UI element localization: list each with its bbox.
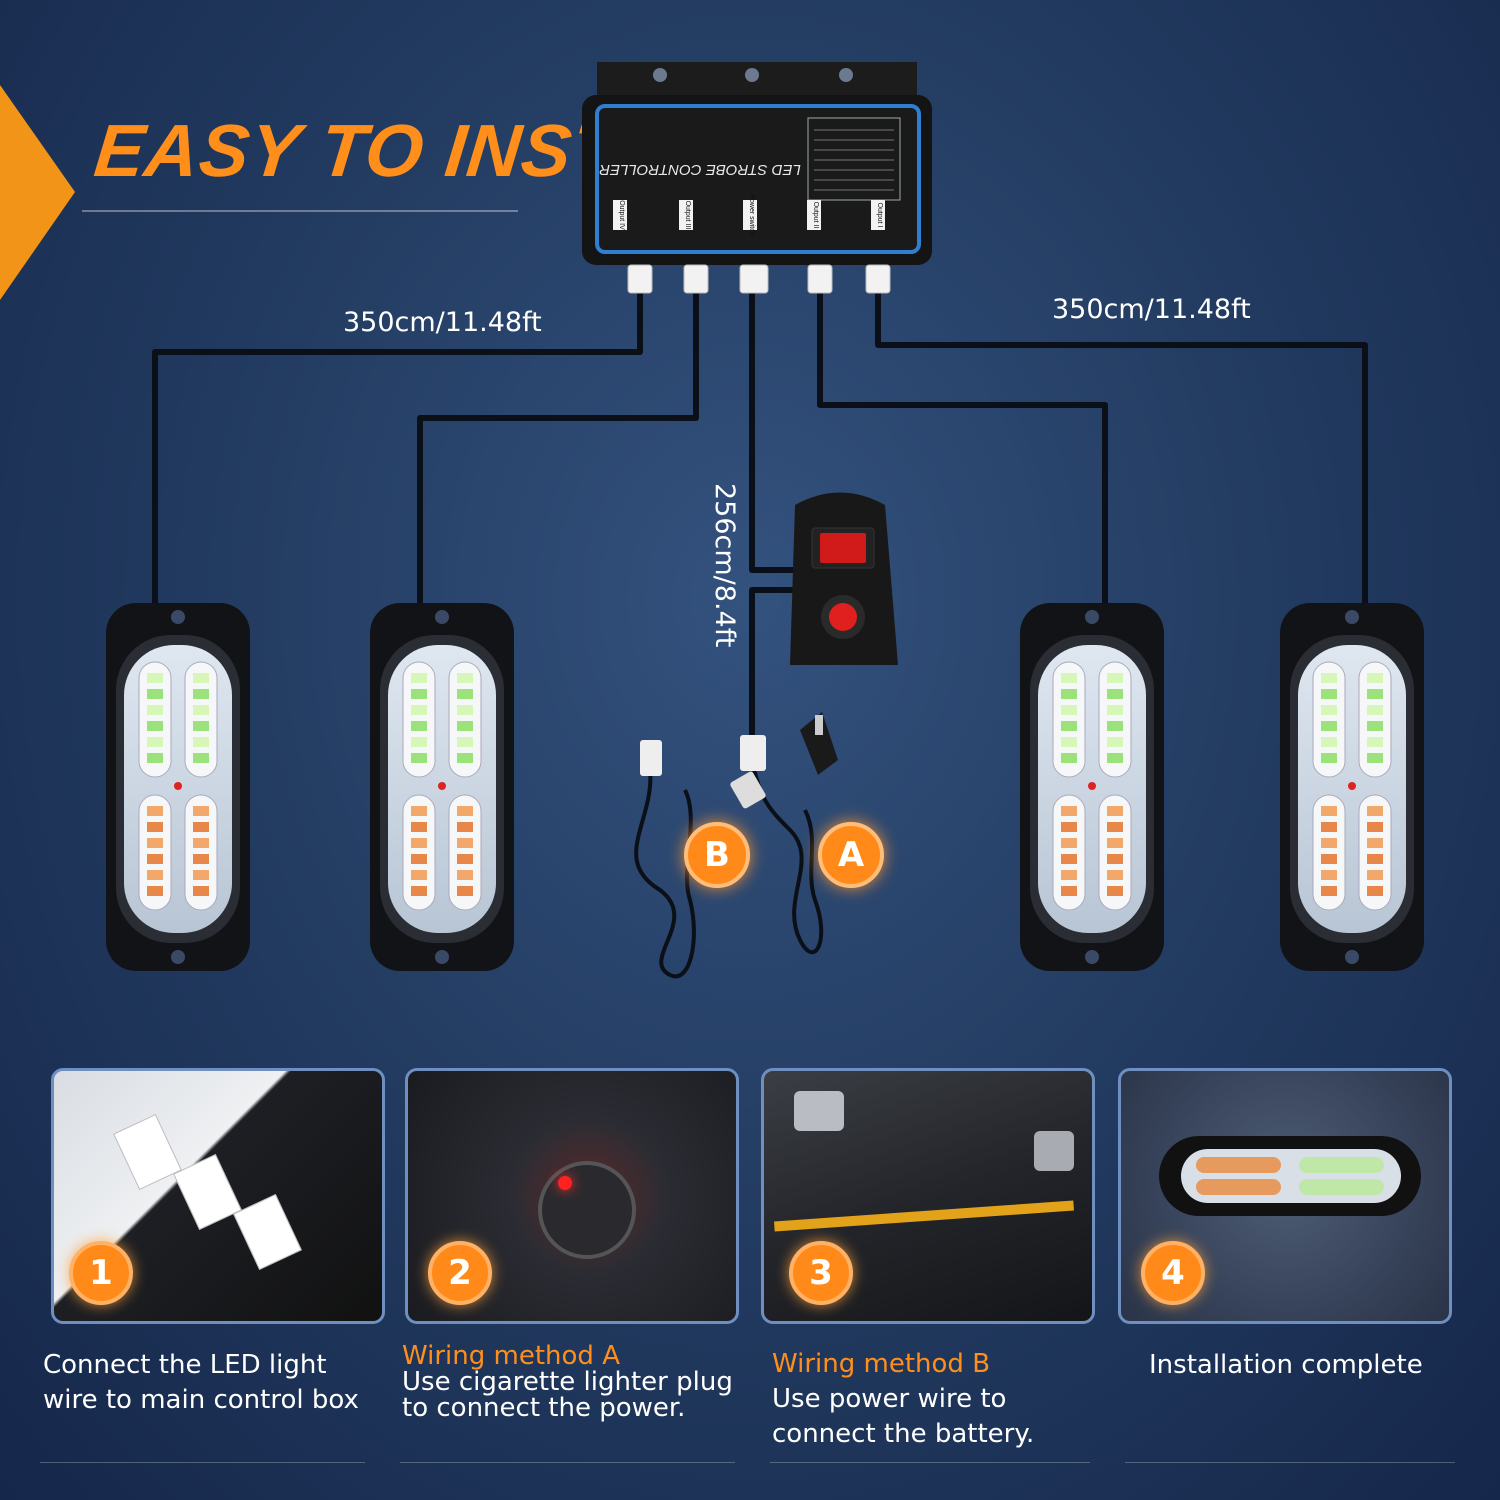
port-label-box bbox=[743, 200, 757, 230]
step-1-text-line1: Connect the LED light bbox=[43, 1350, 327, 1380]
caption-divider bbox=[1125, 1462, 1455, 1463]
chevron-decoration-icon bbox=[0, 85, 75, 300]
step-4-badge: 4 bbox=[1141, 1241, 1205, 1305]
switch-cable-length: 256cm/8.4ft bbox=[709, 483, 740, 648]
controller-ports: Output IV Output III Power switch Output II… bbox=[613, 194, 885, 236]
port-label: Power switch bbox=[748, 194, 755, 235]
light-bars bbox=[106, 603, 1424, 971]
headline-divider bbox=[82, 210, 518, 212]
wiring-badge-a: A bbox=[818, 822, 884, 888]
step-1-text-line2: wire to main control box bbox=[43, 1385, 359, 1415]
port-label: Output I bbox=[876, 203, 883, 228]
controller-label: LED STROBE CONTROLLER bbox=[599, 161, 801, 178]
port-label: Output III bbox=[684, 201, 691, 230]
caption-divider bbox=[770, 1462, 1090, 1463]
caption-divider bbox=[40, 1462, 365, 1463]
step-3-title: Wiring method B bbox=[772, 1349, 991, 1379]
step-2-photo: 2 bbox=[405, 1068, 739, 1324]
step-1-badge: 1 bbox=[69, 1241, 133, 1305]
right-cable-length: 350cm/11.48ft bbox=[1052, 294, 1251, 325]
port-label-box bbox=[807, 200, 821, 230]
step-2-caption: Wiring method A Use cigarette lighter pl… bbox=[402, 1343, 733, 1421]
caption-divider bbox=[400, 1462, 735, 1463]
step-4-caption: Installation complete bbox=[1149, 1348, 1423, 1383]
step-4-text-line1: Installation complete bbox=[1149, 1350, 1423, 1380]
power-switch bbox=[790, 492, 898, 665]
step-3-text-line2: connect the battery. bbox=[772, 1419, 1035, 1449]
wiring-diagram: LED STROBE CONTROLLER Output IV Output II… bbox=[106, 62, 1424, 979]
step-1-caption: Connect the LED light wire to main contr… bbox=[43, 1348, 359, 1418]
led-light-bar bbox=[1020, 603, 1164, 971]
port-label-box bbox=[679, 200, 693, 230]
wiring-plugs bbox=[640, 712, 838, 809]
port-label-box bbox=[871, 200, 885, 230]
step-2-title: Wiring method A bbox=[402, 1341, 620, 1371]
left-cable-length: 350cm/11.48ft bbox=[343, 307, 542, 338]
step-1-photo: 1 bbox=[51, 1068, 385, 1324]
port-label: Output II bbox=[812, 202, 819, 229]
port-label: Output IV bbox=[618, 200, 625, 230]
wiring-badge-b: B bbox=[684, 822, 750, 888]
step-3-caption: Wiring method B Use power wire to connec… bbox=[772, 1347, 1034, 1452]
step-3-badge: 3 bbox=[789, 1241, 853, 1305]
step-3-photo: 3 bbox=[761, 1068, 1095, 1324]
led-light-bar bbox=[1280, 603, 1424, 971]
led-light-bar bbox=[106, 603, 250, 971]
step-2-badge: 2 bbox=[428, 1241, 492, 1305]
step-4-photo: 4 bbox=[1118, 1068, 1452, 1324]
cables bbox=[152, 292, 1368, 979]
step-2-text-line2: to connect the power. bbox=[402, 1393, 686, 1423]
controller-box: LED STROBE CONTROLLER bbox=[582, 62, 932, 265]
port-label-box bbox=[613, 200, 627, 230]
step-3-text-line1: Use power wire to bbox=[772, 1384, 1007, 1414]
step-2-text-line1: Use cigarette lighter plug bbox=[402, 1367, 733, 1397]
led-light-bar bbox=[370, 603, 514, 971]
